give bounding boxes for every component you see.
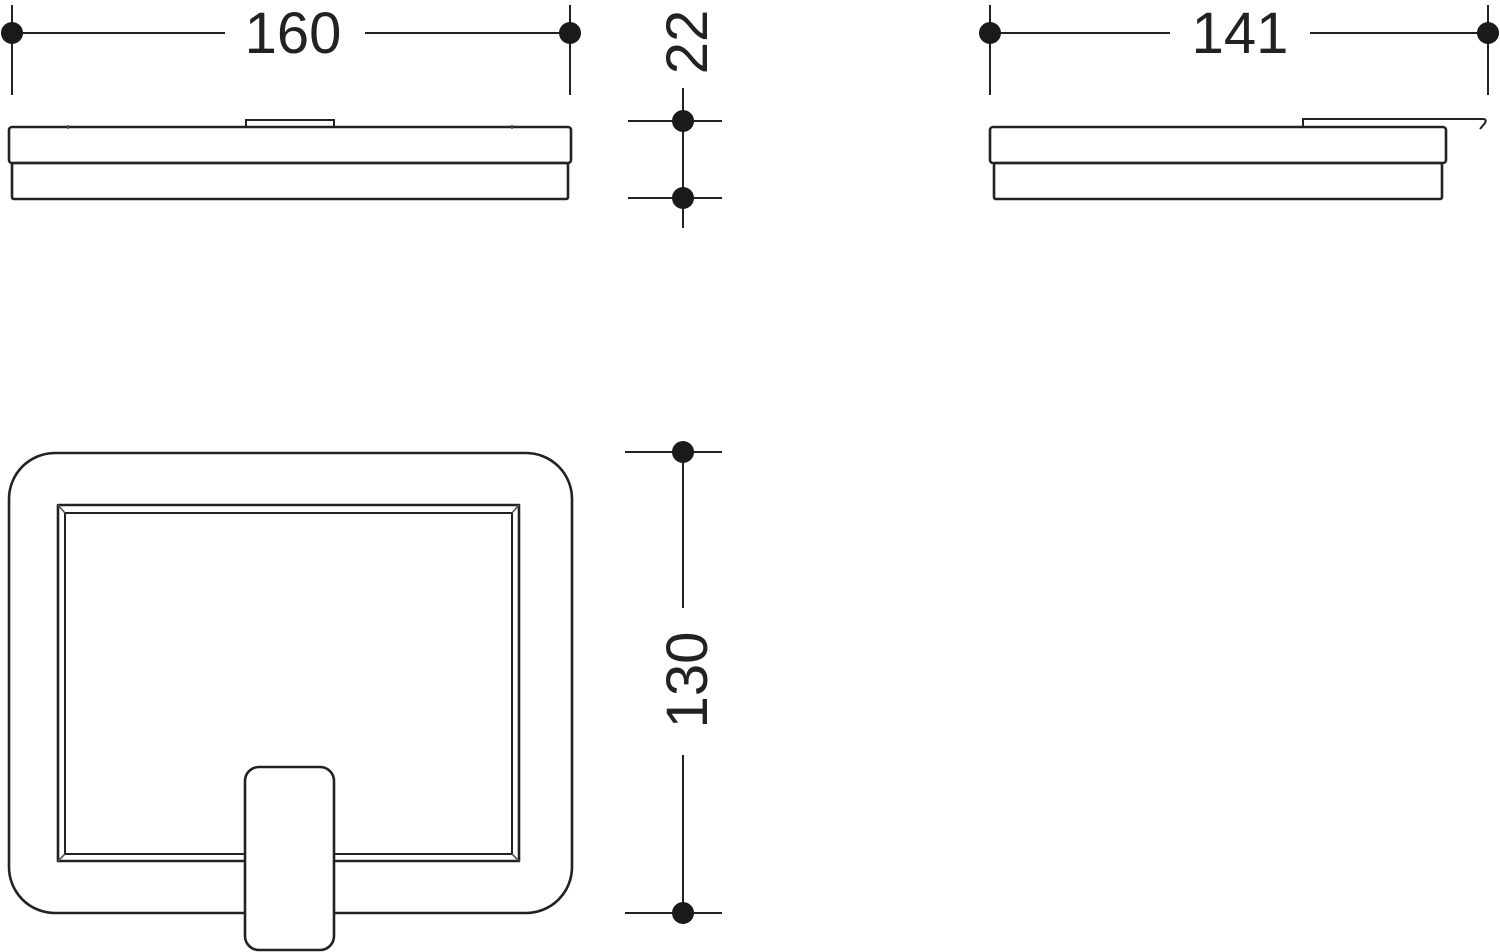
dimension-width-front: 160 xyxy=(1,1,581,95)
dimension-label-160: 160 xyxy=(245,1,342,66)
front-body xyxy=(7,119,573,201)
dimension-width-side: 141 xyxy=(979,1,1499,95)
dimension-label-130: 130 xyxy=(655,632,720,729)
front-view: 160 xyxy=(1,1,581,201)
plan-handle xyxy=(243,765,336,952)
dimension-label-141: 141 xyxy=(1192,1,1289,66)
side-body xyxy=(988,118,1487,201)
dimension-height: 22 xyxy=(628,10,722,228)
side-view: 141 xyxy=(979,1,1499,201)
dimension-label-22: 22 xyxy=(655,10,720,75)
dimension-depth: 130 xyxy=(625,441,722,924)
plan-view xyxy=(7,451,574,952)
